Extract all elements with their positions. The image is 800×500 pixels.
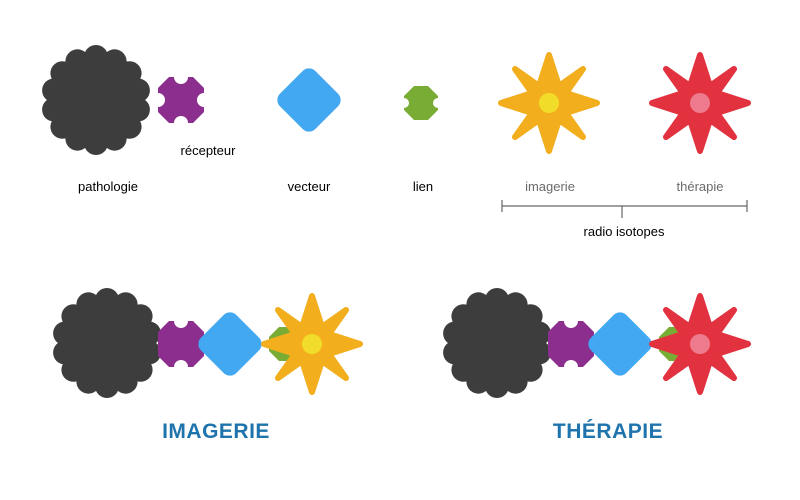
recepteur-shape xyxy=(151,70,211,130)
label-lien: lien xyxy=(412,179,434,194)
label-recepteur: récepteur xyxy=(180,143,236,158)
label-imagerie: imagerie xyxy=(525,179,575,194)
imagerie-assembly xyxy=(53,288,360,398)
label-therapie: thérapie xyxy=(676,179,724,194)
label-radio-isotopes: radio isotopes xyxy=(583,224,665,239)
imagerie-star-shape xyxy=(501,55,597,151)
radio-isotopes-bracket xyxy=(501,200,748,218)
title-therapie: THÉRAPIE xyxy=(552,420,664,443)
lien-shape xyxy=(399,86,443,120)
therapie-star-shape xyxy=(652,55,748,151)
therapie-assembly xyxy=(443,288,748,398)
label-pathologie: pathologie xyxy=(78,179,138,194)
title-imagerie: IMAGERIE xyxy=(162,420,270,443)
vecteur-shape xyxy=(273,64,345,136)
label-vecteur: vecteur xyxy=(287,179,331,194)
pathologie-shape xyxy=(42,45,150,155)
